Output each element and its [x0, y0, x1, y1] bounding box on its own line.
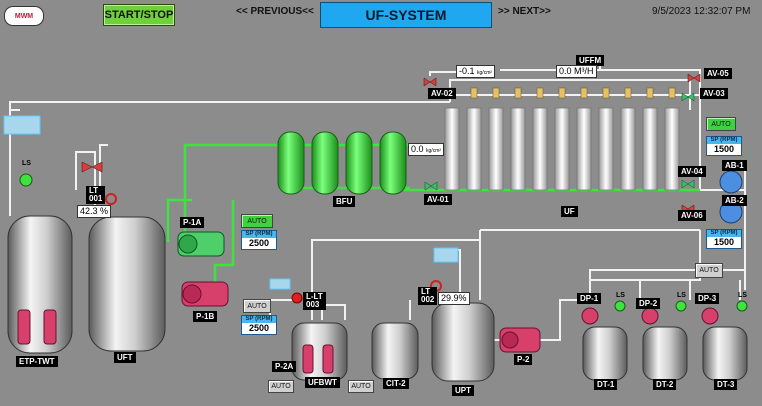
sp-rpm-blower-bottom[interactable]: SP (RPM) 1500 — [706, 229, 742, 249]
ls-dt1-label: LS — [616, 292, 625, 299]
sp-rpm-header: SP (RPM) — [242, 231, 276, 238]
previous-button[interactable]: << PREVIOUS<< — [236, 6, 314, 17]
uf-label: UF — [561, 206, 578, 217]
sp-rpm-p1b[interactable]: SP (RPM) 2500 — [241, 315, 277, 335]
tank-ufbwt-label: UFBWT — [305, 377, 340, 388]
start-stop-button[interactable]: START/STOP — [103, 4, 175, 26]
sp-rpm-value-p1b[interactable]: 2500 — [248, 323, 270, 333]
valve-av03-label: AV-03 — [700, 88, 728, 99]
sp-rpm-value-p1a[interactable]: 2500 — [248, 238, 270, 248]
ls-dt3-label: LS — [738, 292, 747, 299]
lt001-value: 42.3 % — [77, 205, 112, 218]
auto-button-blower[interactable]: AUTO — [706, 117, 736, 131]
auto-button-p1a[interactable]: AUTO — [241, 214, 273, 228]
pressure-bfu-value: 0.0 kg/cm² — [408, 143, 445, 156]
pump-p2a-label: P-2A — [272, 361, 297, 372]
auto-button-ufbwt[interactable]: AUTO — [348, 380, 374, 393]
blower-ab2-label: AB-2 — [722, 195, 747, 206]
pump-dp3-label: DP-3 — [695, 293, 720, 304]
sp-rpm-value-blower-top[interactable]: 1500 — [713, 144, 735, 154]
lt001-tag: LT 001 — [86, 186, 106, 204]
lt002-value: 29.9% — [438, 292, 470, 305]
uffm-tag: UFFM — [576, 55, 605, 66]
sp-rpm-blower-top[interactable]: SP (RPM) 1500 — [706, 136, 742, 156]
page-title: UF-SYSTEM — [320, 2, 492, 28]
sp-rpm-header: SP (RPM) — [707, 137, 741, 144]
uffm-value: 0.0 M³/H — [556, 65, 597, 78]
ls-dt2-label: LS — [677, 292, 686, 299]
pump-p2-label: P-2 — [514, 354, 533, 365]
next-button[interactable]: >> NEXT>> — [498, 6, 551, 17]
pump-p1b-label: P-1B — [193, 311, 218, 322]
bfu-label: BFU — [333, 196, 356, 207]
sp-rpm-value-blower-bottom[interactable]: 1500 — [713, 237, 735, 247]
valve-av01-label: AV-01 — [424, 194, 452, 205]
tank-dt3-label: DT-3 — [714, 379, 738, 390]
datetime-display: 9/5/2023 12:32:07 PM — [652, 6, 751, 17]
lt003-tag: L-LT 003 — [303, 292, 326, 310]
auto-button-p2a[interactable]: AUTO — [268, 380, 294, 393]
sp-rpm-header: SP (RPM) — [707, 230, 741, 237]
pump-p1a-label: P-1A — [180, 217, 205, 228]
tank-uft-label: UFT — [114, 352, 136, 363]
tank-dt1-label: DT-1 — [594, 379, 618, 390]
ls-etp-label: LS — [22, 160, 31, 167]
lt002-tag: LT 002 — [418, 287, 438, 305]
tank-etp-twt-label: ETP-TWT — [16, 356, 58, 367]
sp-rpm-header: SP (RPM) — [242, 316, 276, 323]
auto-button-dp[interactable]: AUTO — [695, 263, 723, 278]
valve-av05-label: AV-05 — [704, 68, 732, 79]
pump-dp1-label: DP-1 — [577, 293, 602, 304]
valve-av02-label: AV-02 — [428, 88, 456, 99]
tank-upt-label: UPT — [452, 385, 474, 396]
tank-cit2-label: CIT-2 — [383, 378, 409, 389]
blower-ab1-label: AB-1 — [722, 160, 747, 171]
valve-av06-label: AV-06 — [678, 210, 706, 221]
tank-dt2-label: DT-2 — [653, 379, 677, 390]
pressure-top-value: -0.1 kg/cm² — [456, 65, 496, 78]
valve-av04-label: AV-04 — [678, 166, 706, 177]
company-logo: MWM — [4, 6, 44, 26]
pump-dp2-label: DP-2 — [636, 298, 661, 309]
sp-rpm-p1a[interactable]: SP (RPM) 2500 — [241, 230, 277, 250]
auto-button-p1b[interactable]: AUTO — [243, 299, 271, 313]
